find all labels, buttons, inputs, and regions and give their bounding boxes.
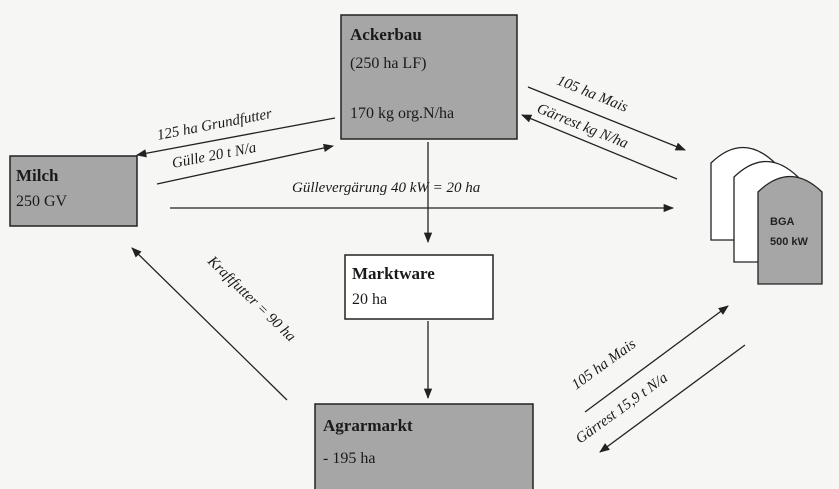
label-guellevergaerung: Güllevergärung 40 kW = 20 ha: [292, 180, 480, 196]
marktware-title: Marktware: [352, 264, 435, 283]
label-grundfutter: 125 ha Grundfutter: [156, 106, 274, 144]
milch-box: Milch 250 GV: [9, 155, 138, 227]
ackerbau-nitrogen: 170 kg org.N/ha: [350, 105, 454, 122]
arrow-kraftfutter: [131, 247, 288, 401]
label-guelle: Gülle 20 t N/a: [171, 140, 258, 172]
ackerbau-box: Ackerbau (250 ha LF) 170 kg org.N/ha: [340, 14, 518, 140]
agrarmarkt-title: Agrarmarkt: [323, 416, 413, 435]
bga-capacity: 500 kW: [770, 236, 809, 248]
marktware-area: 20 ha: [352, 291, 387, 308]
label-mais-top: 105 ha Mais: [555, 73, 631, 116]
milch-title: Milch: [16, 166, 59, 185]
ackerbau-area: (250 ha LF): [350, 55, 426, 72]
milch-gv: 250 GV: [16, 193, 68, 210]
arrow-grundfutter: [135, 117, 336, 158]
arrow-mais-top: [527, 86, 686, 151]
arrow-mais-bottom: [584, 305, 729, 413]
agrarmarkt-box: Agrarmarkt - 195 ha: [314, 403, 534, 489]
ackerbau-title: Ackerbau: [350, 25, 422, 44]
marktware-box: Marktware 20 ha: [344, 254, 494, 320]
bga-title: BGA: [770, 216, 795, 228]
arrow-gaerrest-bottom: [599, 344, 746, 453]
arrow-gaerrest-top: [521, 114, 678, 180]
arrow-guelle: [156, 143, 335, 185]
biogas-tanks-icon: BGA 500 kW: [710, 147, 823, 285]
agrarmarkt-area: - 195 ha: [323, 450, 375, 467]
label-mais-bottom: 105 ha Mais: [569, 336, 639, 393]
